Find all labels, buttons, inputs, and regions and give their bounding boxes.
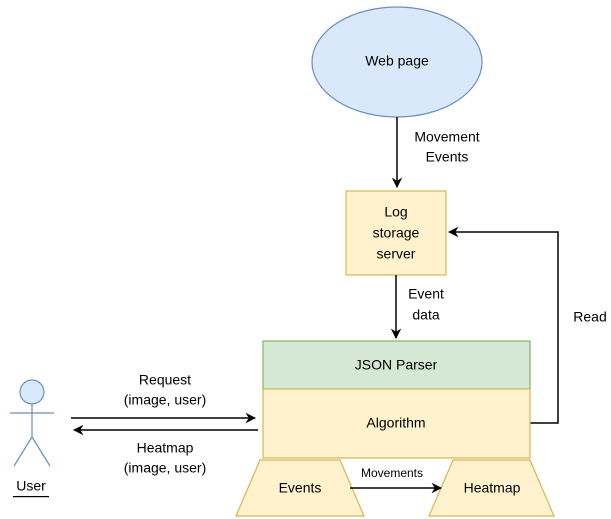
web-page-label: Web page bbox=[365, 53, 429, 69]
movement-events-label-line2: Events bbox=[426, 149, 469, 165]
events-node: Events bbox=[235, 459, 365, 517]
log-storage-server-box bbox=[345, 190, 447, 276]
user-head-icon bbox=[19, 379, 45, 405]
movements-label: Movements bbox=[361, 466, 423, 480]
movement-events-label-line1: Movement bbox=[414, 129, 479, 145]
request-edge: Request (image, user) bbox=[71, 372, 257, 424]
algorithm-box bbox=[262, 388, 531, 459]
event-data-edge: Event data bbox=[390, 275, 444, 340]
heatmap-trapezoid bbox=[428, 459, 555, 517]
events-label: Events bbox=[279, 480, 322, 496]
movement-events-edge: Movement Events bbox=[391, 117, 480, 189]
read-arrow bbox=[447, 226, 559, 424]
json-parser-label: JSON Parser bbox=[355, 357, 438, 373]
user-label-underline bbox=[13, 496, 49, 498]
heatmap-response-label-line2: (image, user) bbox=[124, 460, 206, 476]
heatmap-node: Heatmap bbox=[428, 459, 555, 517]
algorithm-label: Algorithm bbox=[366, 415, 425, 431]
heatmap-response-label-line1: Heatmap bbox=[137, 440, 194, 456]
heatmap-label: Heatmap bbox=[464, 480, 521, 496]
event-data-label-line2: data bbox=[412, 307, 439, 323]
events-trapezoid bbox=[235, 459, 365, 517]
read-edge: Read bbox=[447, 226, 607, 424]
movements-edge: Movements bbox=[350, 466, 443, 494]
user-label: User bbox=[16, 478, 46, 494]
json-parser-box bbox=[262, 340, 531, 390]
log-storage-label-line1: Log bbox=[384, 204, 407, 220]
log-storage-server-node: Log storage server bbox=[345, 190, 447, 276]
request-label-line2: (image, user) bbox=[124, 392, 206, 408]
event-data-label-line1: Event bbox=[408, 286, 444, 302]
web-page-node: Web page bbox=[311, 6, 483, 118]
algorithm-node: Algorithm bbox=[262, 388, 531, 459]
json-parser-node: JSON Parser bbox=[262, 340, 531, 390]
log-storage-label-line2: storage bbox=[373, 225, 420, 241]
read-label: Read bbox=[573, 309, 606, 325]
user-body-icon bbox=[10, 404, 54, 467]
log-storage-label-line3: server bbox=[377, 246, 416, 262]
request-label-line1: Request bbox=[139, 372, 191, 388]
heatmap-response-edge: Heatmap (image, user) bbox=[72, 424, 258, 476]
user-actor: User bbox=[10, 379, 54, 498]
